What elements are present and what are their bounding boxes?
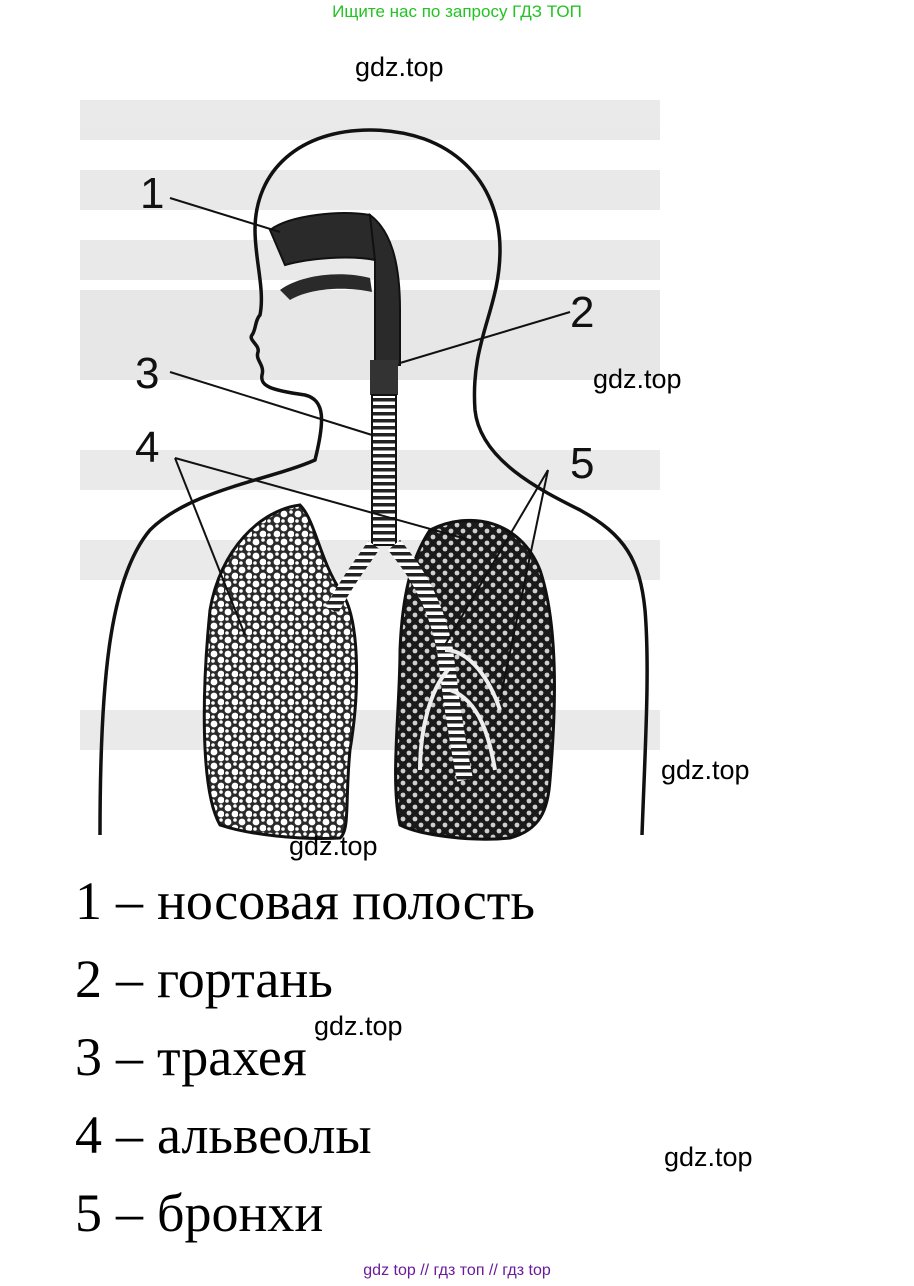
- leader-5a: [444, 469, 549, 646]
- legend-text: гортань: [157, 949, 333, 1009]
- leader-2: [399, 311, 571, 364]
- legend-number: 4: [75, 1105, 102, 1165]
- legend-text: трахея: [157, 1027, 307, 1087]
- diagram-label-2: 2: [570, 288, 594, 337]
- watermark: gdz.top: [355, 52, 444, 82]
- legend-item: 1–носовая полость: [75, 871, 535, 931]
- respiratory-system-diagram: 1 2 3 4 5: [80, 100, 660, 841]
- diagram-label-4: 4: [135, 423, 159, 472]
- legend-item: 5–бронхи: [75, 1183, 324, 1243]
- watermark: gdz.top: [664, 1142, 753, 1172]
- left-bronchus: [325, 540, 380, 614]
- legend-text: альвеолы: [157, 1105, 372, 1165]
- leader-4a: [174, 457, 246, 636]
- watermark: gdz.top: [661, 755, 750, 785]
- footer-links[interactable]: gdz top // гдз топ // гдз top: [363, 1262, 551, 1279]
- legend-text: бронхи: [157, 1183, 324, 1243]
- trachea: [371, 394, 397, 546]
- watermark: gdz.top: [314, 1011, 403, 1041]
- left-lung: [202, 503, 359, 840]
- diagram-label-3: 3: [135, 349, 159, 398]
- leader-5b: [499, 469, 549, 701]
- legend-item: 3–трахея: [75, 1027, 307, 1087]
- watermark: gdz.top: [289, 831, 378, 861]
- larynx: [370, 360, 398, 395]
- pharynx: [368, 212, 401, 366]
- leader-4b: [174, 457, 471, 541]
- legend-item: 2–гортань: [75, 949, 333, 1009]
- background-print: [80, 100, 660, 750]
- nasal-cavity: [268, 212, 377, 267]
- legend-number: 1: [75, 871, 102, 931]
- search-banner: Ищите нас по запросу ГДЗ ТОП: [332, 2, 582, 21]
- leader-3: [169, 371, 373, 436]
- diagram-label-1: 1: [140, 169, 164, 218]
- legend-number: 3: [75, 1027, 102, 1087]
- legend-text: носовая полость: [157, 871, 535, 931]
- legend-item: 4–альвеолы: [75, 1105, 372, 1165]
- legend-number: 5: [75, 1183, 102, 1243]
- oral-cavity: [280, 274, 372, 300]
- leader-1: [169, 197, 281, 233]
- body-outline: [98, 128, 649, 836]
- watermark: gdz.top: [593, 364, 682, 394]
- diagram-label-5: 5: [570, 439, 594, 488]
- bronchial-tree: [418, 648, 502, 771]
- legend-number: 2: [75, 949, 102, 1009]
